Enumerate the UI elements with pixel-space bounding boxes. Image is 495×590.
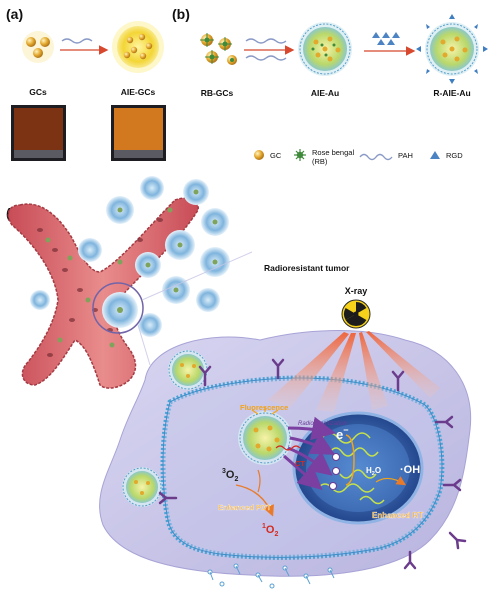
vial-aie-gcs-photo <box>111 105 166 161</box>
tumor-nodules <box>30 176 253 366</box>
ct-wave <box>275 445 301 451</box>
panel-b-label: (b) <box>172 6 190 22</box>
radiosensitization-arrows <box>283 416 336 490</box>
panel-a-label: (a) <box>6 6 23 22</box>
triplet-oxygen-label: 3O2 <box>222 468 238 483</box>
gcs-caption: GCs <box>29 87 47 97</box>
xray-beams <box>268 331 440 412</box>
vial-gcs-photo <box>11 105 66 161</box>
aie-gcs-caption: AIE-GCs <box>121 87 156 97</box>
receptors <box>158 358 467 570</box>
radiation-symbol-icon <box>341 299 371 329</box>
fluorescence-label: Fluorescence <box>240 403 288 412</box>
nanoparticle-internalized <box>238 411 292 465</box>
panel-b: (b) <box>172 6 488 98</box>
legend-gc-icon <box>254 150 264 160</box>
legend-rgd-icon <box>430 151 440 159</box>
pah-arrow-b1 <box>244 38 295 61</box>
rb-gc-cluster <box>200 33 237 65</box>
water-label: H2O <box>366 466 381 477</box>
singlet-oxygen-label: 1O2 <box>262 523 278 538</box>
legend-rb-icon <box>294 149 306 161</box>
radioresistant-tumor-title: Radioresistant tumor <box>264 263 350 273</box>
aie-au-caption: AIE-Au <box>311 88 339 98</box>
legend: GC Rose bengal (RB) PAH RGD <box>254 148 463 166</box>
aie-gc-particle <box>112 21 164 73</box>
legend-pah-label: PAH <box>398 151 413 160</box>
panel-a: (a) GCs AIE-GCs <box>6 6 166 161</box>
enhanced-rt-label: Enhanced RT <box>372 511 423 520</box>
fragments <box>207 563 335 589</box>
aie-au-particle <box>298 22 352 76</box>
nanoparticle-extracellular-2 <box>122 467 162 507</box>
blood-vessel <box>7 197 199 389</box>
legend-rb-abbr: (RB) <box>312 157 328 166</box>
ct-label: CT <box>295 459 305 468</box>
rgd-arrow <box>364 32 416 56</box>
r-aie-au-caption: R-AIE-Au <box>433 88 470 98</box>
enhanced-pdt-label: Enhanced PDT <box>218 503 271 512</box>
legend-rgd-label: RGD <box>446 151 463 160</box>
electron-brace <box>345 434 355 486</box>
legend-pah-icon <box>359 153 393 161</box>
r-aie-au-particle <box>416 14 488 84</box>
gc-cluster <box>22 31 54 63</box>
xray-label: X-ray <box>345 286 368 296</box>
legend-rb-label: Rose bengal <box>312 148 354 157</box>
panel-c: (c) <box>6 176 472 589</box>
legend-gc-label: GC <box>270 151 282 160</box>
zoom-circle <box>92 282 144 334</box>
rb-gcs-caption: RB-GCs <box>201 88 234 98</box>
pah-arrow-a <box>60 38 109 55</box>
electron-dots <box>329 453 340 490</box>
electron-label: e− <box>336 425 349 442</box>
hydroxyl-label: ·OH <box>400 464 420 476</box>
